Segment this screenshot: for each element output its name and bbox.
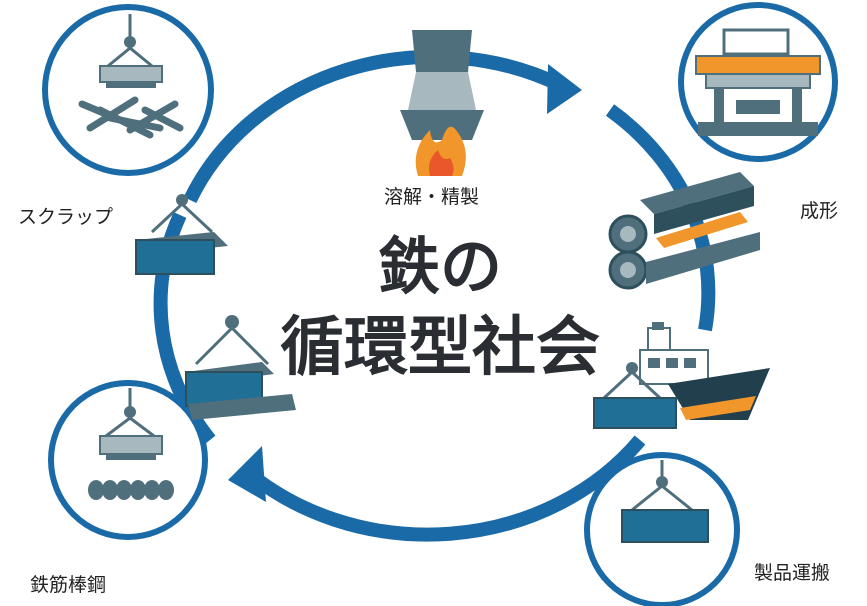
transport-crane-icon bbox=[584, 452, 740, 606]
cycle-arc-bottom bbox=[240, 435, 646, 542]
press-machine-icon bbox=[678, 2, 838, 162]
scrap-block-icon bbox=[135, 194, 228, 275]
ship-icon bbox=[639, 322, 770, 420]
diagram-title-line2: 循環型社会 bbox=[280, 311, 600, 385]
rolling-mill-icon bbox=[608, 172, 760, 290]
arrowhead-bottom-left bbox=[228, 446, 266, 502]
label-transport: 製品運搬 bbox=[754, 562, 831, 584]
scrap-magnet-icon bbox=[42, 4, 214, 176]
furnace-icon bbox=[400, 30, 484, 176]
cycle-arc-top bbox=[183, 49, 564, 204]
rebar-magnet-icon bbox=[48, 380, 208, 540]
steel-slab-icon bbox=[185, 315, 296, 420]
label-scrap: スクラップ bbox=[18, 206, 114, 228]
arrowhead-top-right bbox=[547, 64, 582, 114]
label-forming: 成形 bbox=[800, 200, 839, 222]
diagram-title-line1: 鉄の bbox=[377, 230, 502, 303]
label-melting: 溶解・精製 bbox=[384, 186, 480, 208]
label-rebar: 鉄筋棒鋼 bbox=[30, 574, 107, 596]
crane-block-icon bbox=[593, 362, 677, 429]
